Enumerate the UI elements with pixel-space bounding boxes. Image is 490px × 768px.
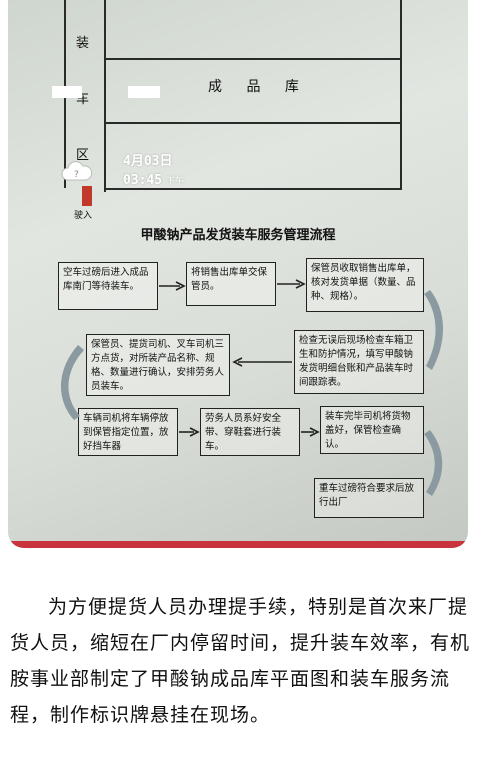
- process-step: 装车完毕司机将货物盖好，保管检查确认。: [320, 406, 424, 454]
- redaction-patch: [128, 86, 160, 98]
- flow-arrows: [60, 279, 444, 496]
- plan-horizontal-line: [104, 58, 402, 60]
- timestamp-suffix: 下午: [166, 177, 185, 187]
- entry-label: 驶入: [74, 211, 93, 221]
- process-step: 保管员、提货司机、叉车司机三方点货，对所装产品名称、规格、数量进行确认，安排劳务…: [86, 334, 230, 396]
- article-caption: 为方便提货人员办理提手续，特别是首次来厂提货人员，缩短在厂内停留时间，提升装车效…: [10, 596, 471, 726]
- process-step: 空车过磅后进入成品库南门等待装车。: [58, 262, 158, 310]
- plan-vertical-line: [400, 0, 402, 190]
- process-step: 劳务人员系好安全带、穿鞋套进行装车。: [200, 408, 300, 456]
- plan-horizontal-line: [104, 188, 402, 190]
- process-title: 甲酸钠产品发货装车服务管理流程: [140, 228, 336, 243]
- process-step: 重车过磅符合要求后放行出厂: [314, 478, 424, 518]
- timestamp-time: 03:45: [123, 173, 163, 188]
- svg-text:?: ?: [74, 170, 79, 180]
- timestamp-date: 4月03日: [123, 154, 173, 169]
- process-step: 车辆司机将车辆停放到保管指定位置，放好挡车器: [78, 408, 178, 456]
- plan-horizontal-line: [104, 122, 402, 124]
- warehouse-label: 成 品 库: [208, 79, 309, 95]
- plan-vertical-line: [104, 0, 106, 192]
- process-step: 保管员收取销售出库单，核对发货单据（数量、品种、规格）。: [306, 258, 424, 312]
- loading-zone-char: 装: [76, 36, 90, 51]
- entry-arrow-icon: [82, 186, 92, 206]
- loading-zone-char: 区: [76, 148, 90, 163]
- process-step: 检查无误后现场检查车箱卫生和防护情况，填写甲酸钠发货明细台账和产品装车时间跟踪表…: [294, 330, 424, 394]
- redaction-patch: [52, 86, 82, 98]
- cloud-icon: ?: [61, 161, 93, 181]
- red-accent-bar: [8, 541, 468, 548]
- process-step: 将销售出库单交保管员。: [186, 262, 276, 306]
